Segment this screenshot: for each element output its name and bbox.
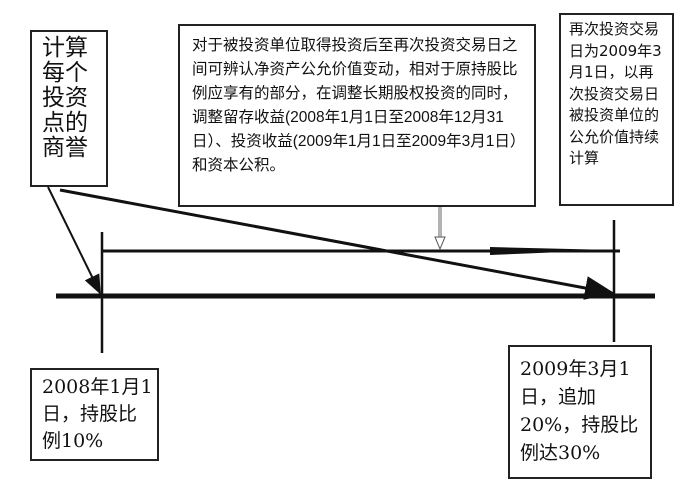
arrow-to-start [47, 186, 101, 295]
reinvestment-date-note-text: 再次投资交易日为2009年3月1日，以再次投资交易日被投资单位的公允价值持续计算 [569, 20, 662, 167]
end-point-label: 2009年3月1日，追加20%，持股比例达30% [508, 345, 652, 479]
start-point-text: 2008年1月1日，持股比例10% [42, 376, 153, 452]
goodwill-note-text: 计算每个投资点的商誉 [42, 35, 88, 161]
fair-value-change-note: 对于被投资单位取得投资后至再次投资交易日之间可辨认净资产公允价值变动，相对于原持… [178, 24, 536, 207]
holding-period-wedge [490, 247, 612, 255]
start-point-label: 2008年1月1日，持股比例10% [30, 368, 159, 461]
fair-value-change-note-text: 对于被投资单位取得投资后至再次投资交易日之间可辨认净资产公允价值变动，相对于原持… [192, 37, 526, 174]
goodwill-note: 计算每个投资点的商誉 [30, 30, 108, 187]
reinvestment-date-note: 再次投资交易日为2009年3月1日，以再次投资交易日被投资单位的公允价值持续计算 [559, 13, 674, 206]
end-point-text: 2009年3月1日，追加20%，持股比例达30% [520, 358, 639, 464]
down-arrow-head [434, 236, 446, 251]
arrow-to-end [59, 188, 615, 300]
